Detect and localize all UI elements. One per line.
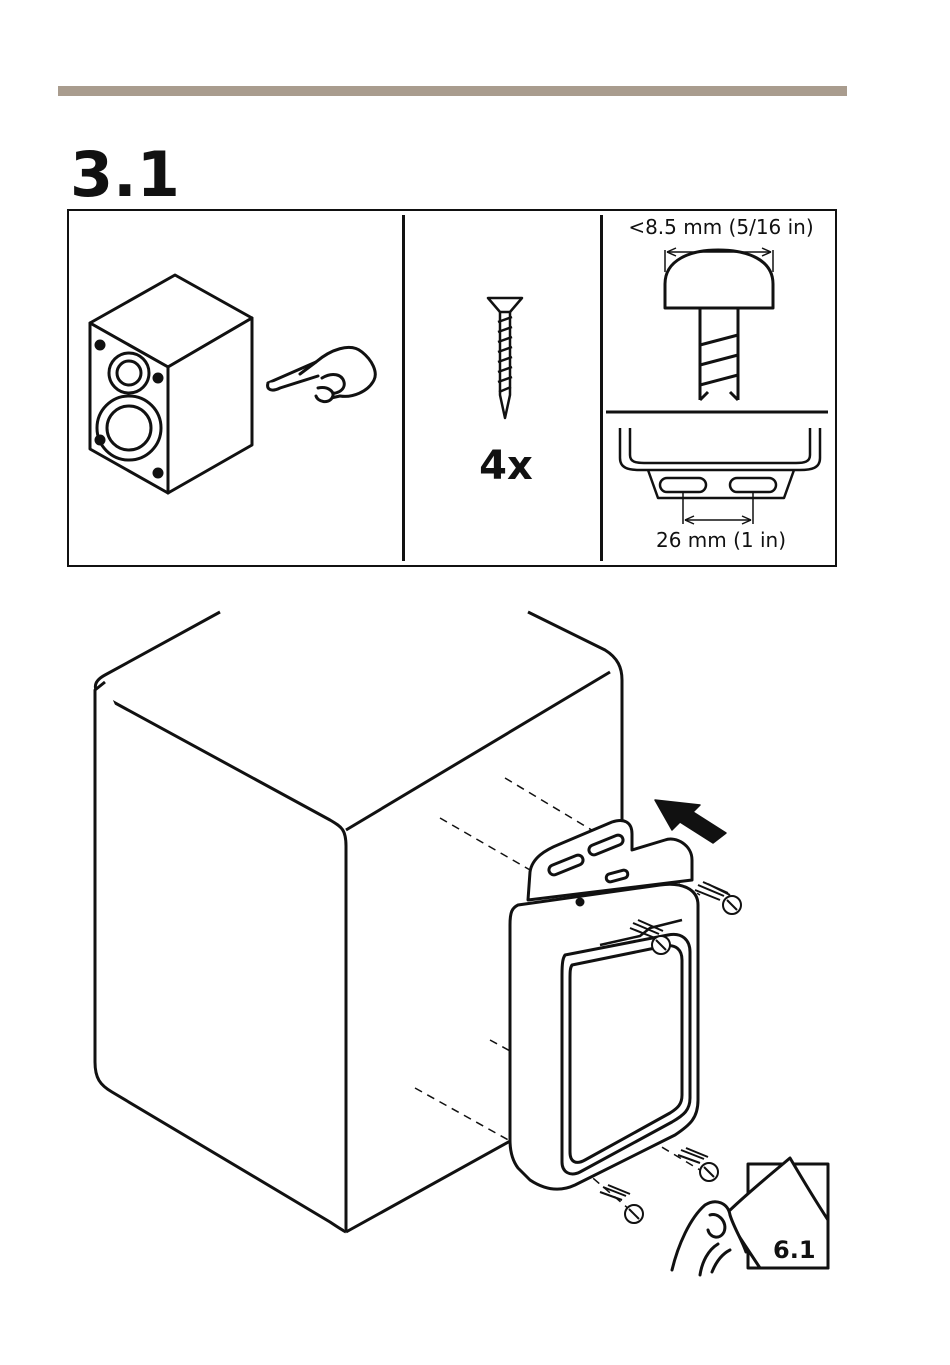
speaker-mount-plate [510,884,698,1189]
direction-arrow-icon [655,800,726,843]
reference-step-number: 6.1 [773,1236,816,1264]
screw-icon [600,1185,643,1223]
screw-icon [695,882,741,914]
screw-icon [678,1148,718,1181]
